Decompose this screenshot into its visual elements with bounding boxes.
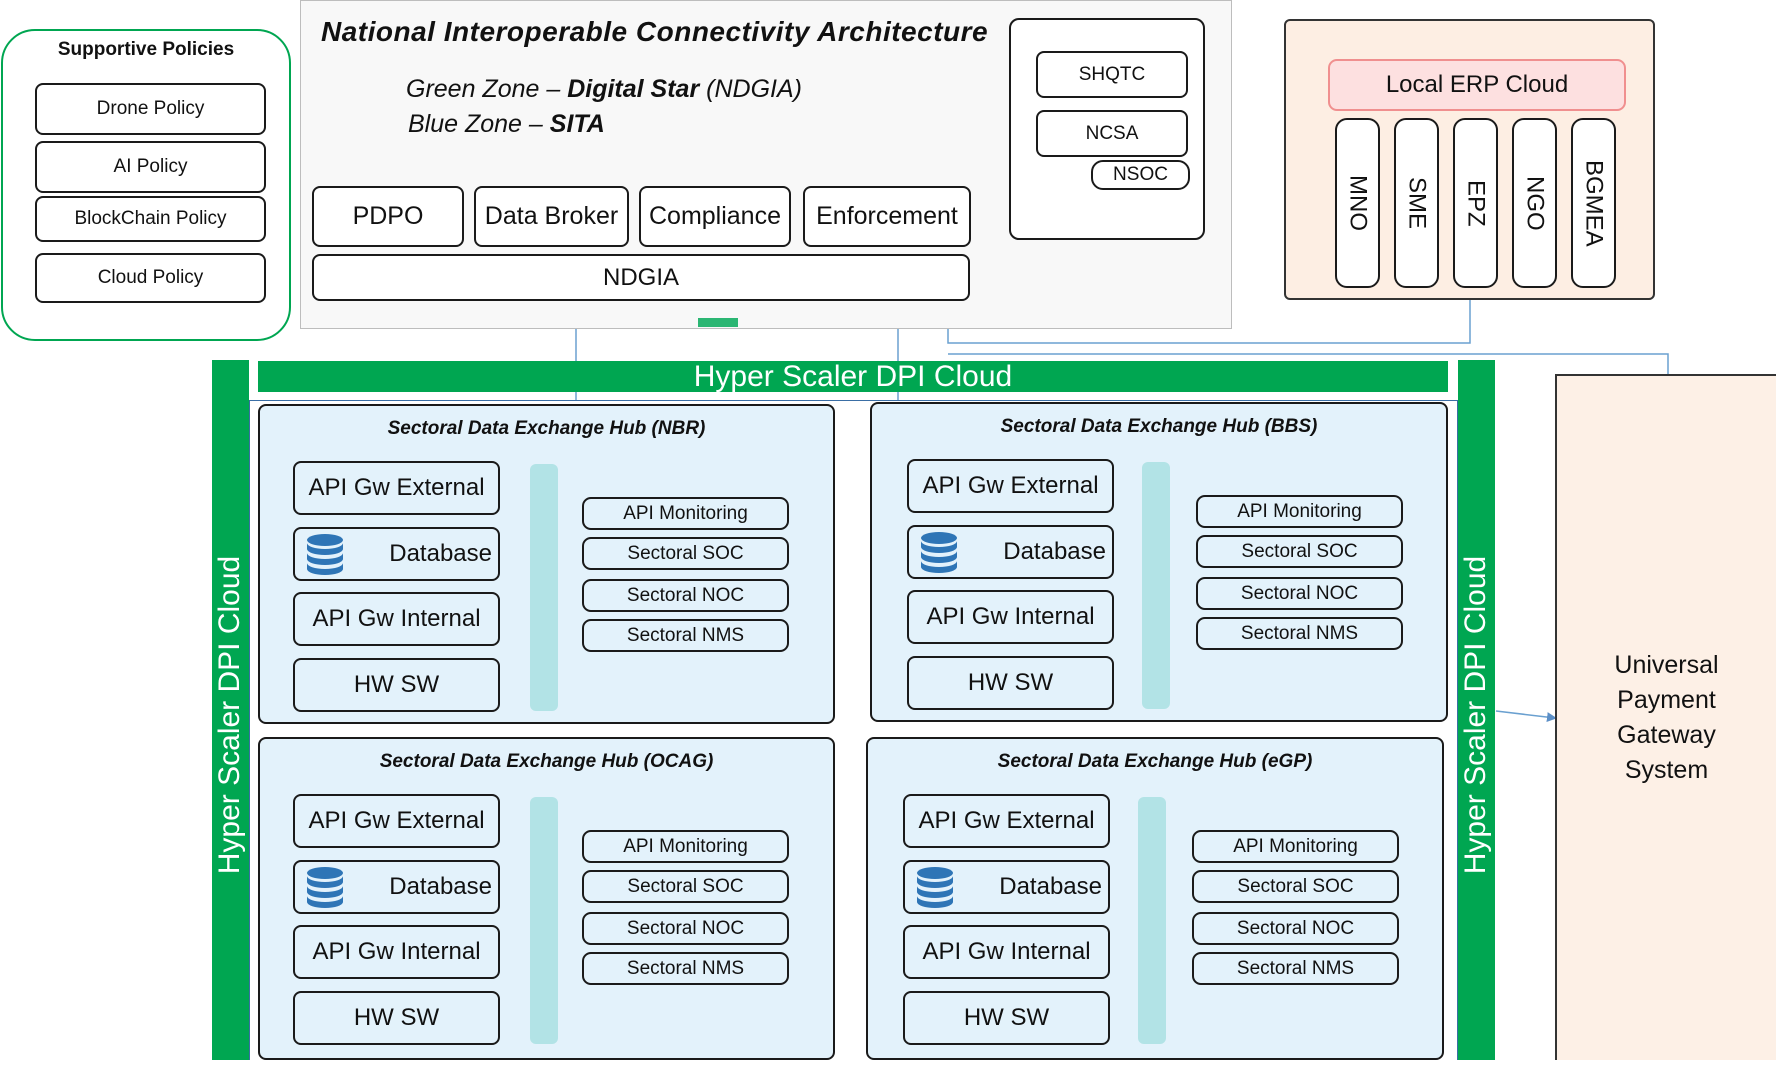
blue-zone-bold: SITA — [549, 110, 605, 138]
upg-panel[interactable]: Universal Payment Gateway System — [1555, 374, 1776, 1060]
database-icon — [307, 867, 343, 908]
hub-egp-sectoral-noc[interactable]: Sectoral NOC — [1192, 912, 1399, 945]
hub-bbs-pillar — [1142, 462, 1170, 709]
hub-egp-pillar — [1138, 797, 1166, 1044]
hub-bbs-hw-sw[interactable]: HW SW — [907, 656, 1114, 710]
erp-title[interactable]: Local ERP Cloud — [1328, 59, 1626, 111]
hub-egp-api-monitoring[interactable]: API Monitoring — [1192, 830, 1399, 863]
green-zone-suffix: (NDGIA) — [699, 75, 802, 103]
hub-bbs-sectoral-noc[interactable]: Sectoral NOC — [1196, 577, 1403, 610]
hub-bbs-api-monitoring[interactable]: API Monitoring — [1196, 495, 1403, 528]
green-zone-bold: Digital Star — [567, 75, 700, 103]
hub-bbs-sectoral-soc[interactable]: Sectoral SOC — [1196, 535, 1403, 568]
supportive-policies-panel: Supportive Policies Drone Policy AI Poli… — [1, 29, 291, 341]
hub-ocag-api-gw-internal[interactable]: API Gw Internal — [293, 925, 500, 979]
enforcement-box[interactable]: Enforcement — [803, 186, 971, 247]
hub-nbr-sectoral-soc[interactable]: Sectoral SOC — [582, 537, 789, 570]
compliance-box[interactable]: Compliance — [639, 186, 791, 247]
dpi-cloud-left-label: Hyper Scaler DPI Cloud — [213, 555, 246, 875]
hub-bbs-database[interactable]: Database — [907, 525, 1114, 579]
hub-ocag-api-monitoring[interactable]: API Monitoring — [582, 830, 789, 863]
green-zone-prefix: Green Zone – — [406, 75, 568, 103]
hub-egp-sectoral-soc[interactable]: Sectoral SOC — [1192, 870, 1399, 903]
erp-panel: Local ERP Cloud MNO SME EPZ NGO BGMEA — [1284, 19, 1655, 300]
hub-egp: Sectoral Data Exchange Hub (eGP) API Gw … — [866, 737, 1444, 1060]
hub-egp-sectoral-nms[interactable]: Sectoral NMS — [1192, 952, 1399, 985]
ndgia-box[interactable]: NDGIA — [312, 254, 970, 301]
database-icon — [917, 867, 953, 908]
green-marker — [698, 318, 738, 327]
blue-zone-line: Blue Zone – SITA — [408, 110, 605, 139]
hub-bbs-title: Sectoral Data Exchange Hub (BBS) — [1000, 416, 1318, 437]
ncsa-box[interactable]: NCSA — [1036, 110, 1188, 157]
hub-nbr: Sectoral Data Exchange Hub (NBR) API Gw … — [258, 404, 835, 724]
hub-nbr-database-label: Database — [389, 540, 492, 567]
policy-blockchain[interactable]: BlockChain Policy — [35, 196, 266, 242]
hub-nbr-api-gw-internal[interactable]: API Gw Internal — [293, 592, 500, 646]
hub-nbr-title: Sectoral Data Exchange Hub (NBR) — [387, 418, 706, 439]
security-panel: SHQTC NCSA NSOC — [1009, 18, 1205, 240]
hub-ocag-api-gw-external[interactable]: API Gw External — [293, 794, 500, 848]
erp-item-bgmea[interactable]: BGMEA — [1571, 118, 1616, 288]
hub-bbs-database-label: Database — [1003, 538, 1106, 565]
hub-nbr-sectoral-nms[interactable]: Sectoral NMS — [582, 619, 789, 652]
upg-line-1: Universal — [1614, 651, 1719, 679]
hub-ocag-sectoral-noc[interactable]: Sectoral NOC — [582, 912, 789, 945]
policy-ai[interactable]: AI Policy — [35, 141, 266, 193]
policy-drone[interactable]: Drone Policy — [35, 83, 266, 135]
upg-line-4: System — [1624, 756, 1709, 784]
policy-cloud[interactable]: Cloud Policy — [35, 253, 266, 303]
dpi-cloud-top-bar: Hyper Scaler DPI Cloud — [258, 361, 1448, 392]
hub-ocag: Sectoral Data Exchange Hub (OCAG) API Gw… — [258, 737, 835, 1060]
data-broker-box[interactable]: Data Broker — [474, 186, 629, 247]
upg-label: Universal Payment Gateway System — [1557, 648, 1776, 788]
connector-dpi-upg — [1495, 710, 1557, 723]
dpi-cloud-inner-frame — [249, 400, 1458, 1060]
hub-ocag-hw-sw[interactable]: HW SW — [293, 991, 500, 1045]
upg-line-3: Gateway — [1617, 721, 1716, 749]
hub-egp-api-gw-external[interactable]: API Gw External — [903, 794, 1110, 848]
erp-item-mno[interactable]: MNO — [1335, 118, 1380, 288]
hub-nbr-sectoral-noc[interactable]: Sectoral NOC — [582, 579, 789, 612]
hub-ocag-sectoral-soc[interactable]: Sectoral SOC — [582, 870, 789, 903]
hub-nbr-api-gw-external[interactable]: API Gw External — [293, 461, 500, 515]
dpi-cloud-right-bar — [1458, 360, 1495, 1060]
nica-title: National Interoperable Connectivity Arch… — [321, 16, 989, 47]
blue-zone-prefix: Blue Zone – — [408, 110, 550, 138]
erp-item-sme[interactable]: SME — [1394, 118, 1439, 288]
hub-nbr-api-monitoring[interactable]: API Monitoring — [582, 497, 789, 530]
hub-ocag-title: Sectoral Data Exchange Hub (OCAG) — [379, 751, 714, 772]
hub-egp-hw-sw[interactable]: HW SW — [903, 991, 1110, 1045]
hub-egp-api-gw-internal[interactable]: API Gw Internal — [903, 925, 1110, 979]
hub-egp-database-label: Database — [999, 873, 1102, 900]
shqtc-box[interactable]: SHQTC — [1036, 51, 1188, 98]
upg-line-2: Payment — [1617, 686, 1716, 714]
database-icon — [921, 532, 957, 573]
hub-nbr-hw-sw[interactable]: HW SW — [293, 658, 500, 712]
hub-ocag-database[interactable]: Database — [293, 860, 500, 914]
dpi-cloud-right-label: Hyper Scaler DPI Cloud — [1459, 555, 1492, 875]
nsoc-box[interactable]: NSOC — [1091, 160, 1190, 190]
hub-egp-title: Sectoral Data Exchange Hub (eGP) — [997, 751, 1313, 772]
hub-nbr-database[interactable]: Database — [293, 527, 500, 581]
pdpo-box[interactable]: PDPO — [312, 186, 464, 247]
hub-ocag-pillar — [530, 797, 558, 1044]
hub-egp-database[interactable]: Database — [903, 860, 1110, 914]
hub-ocag-database-label: Database — [389, 873, 492, 900]
hub-bbs-sectoral-nms[interactable]: Sectoral NMS — [1196, 617, 1403, 650]
green-zone-line: Green Zone – Digital Star (NDGIA) — [406, 75, 802, 104]
hub-bbs-api-gw-internal[interactable]: API Gw Internal — [907, 590, 1114, 644]
hub-bbs-api-gw-external[interactable]: API Gw External — [907, 459, 1114, 513]
hub-ocag-sectoral-nms[interactable]: Sectoral NMS — [582, 952, 789, 985]
dpi-cloud-left-bar — [212, 360, 249, 1060]
erp-item-epz[interactable]: EPZ — [1453, 118, 1498, 288]
hub-nbr-pillar — [530, 464, 558, 711]
erp-item-ngo[interactable]: NGO — [1512, 118, 1557, 288]
database-icon — [307, 534, 343, 575]
policies-title: Supportive Policies — [57, 39, 235, 60]
hub-bbs: Sectoral Data Exchange Hub (BBS) API Gw … — [870, 402, 1448, 722]
